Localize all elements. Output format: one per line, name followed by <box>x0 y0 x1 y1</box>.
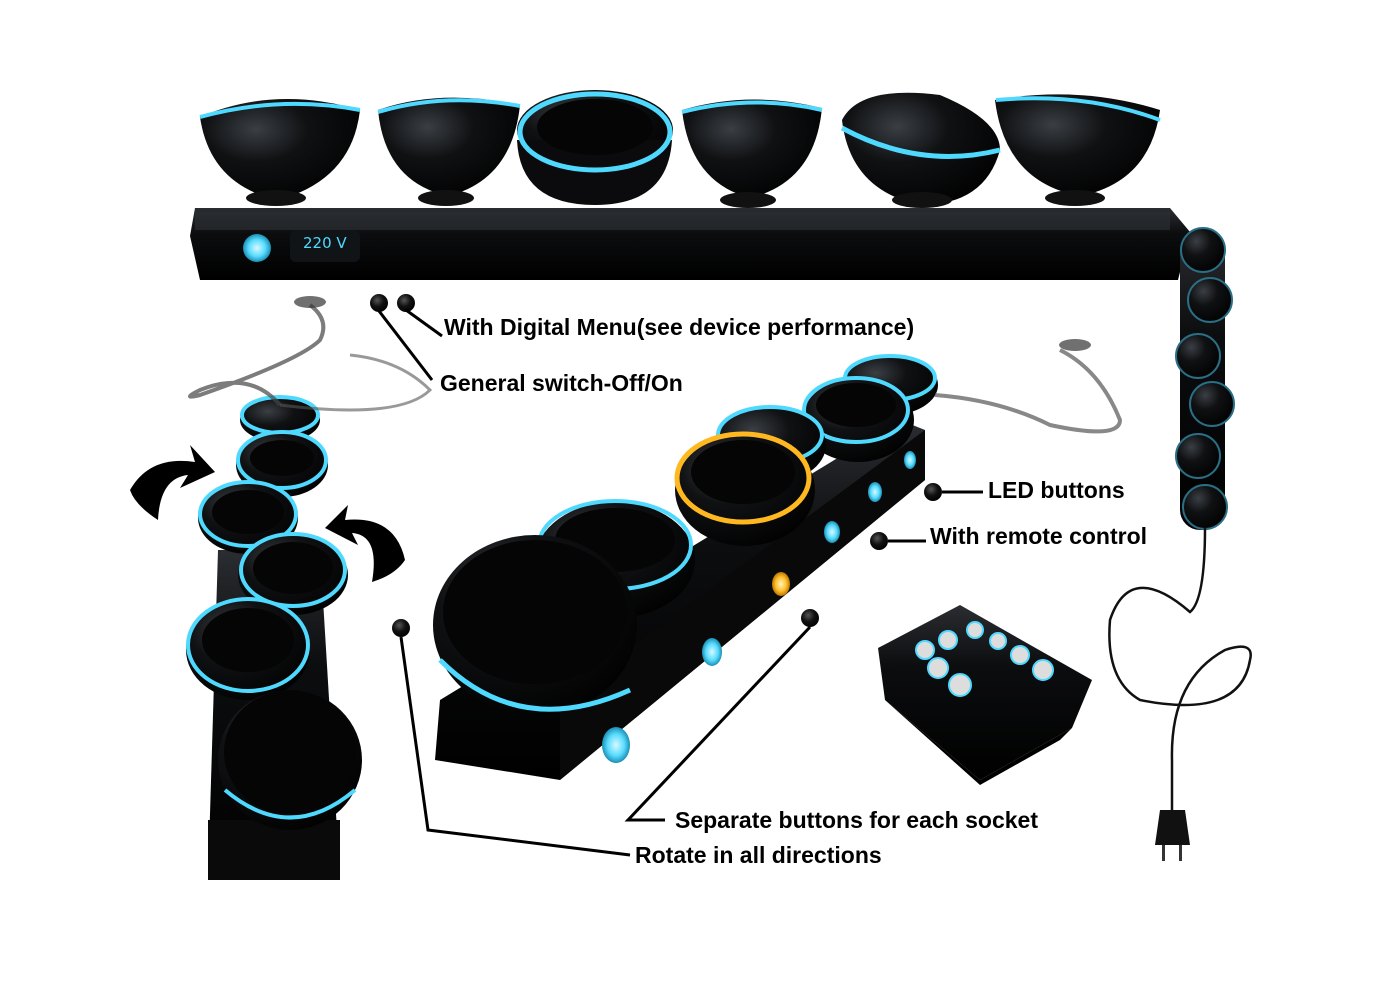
callout-separate-buttons: Separate buttons for each socket <box>675 807 1038 833</box>
voltage-display <box>290 230 360 262</box>
callout-rotate: Rotate in all directions <box>635 842 882 868</box>
top-socket-4 <box>681 99 823 208</box>
top-socket-3 <box>517 90 673 205</box>
right-socket-1 <box>1180 227 1226 273</box>
remote-control <box>878 605 1092 785</box>
right-socket-5 <box>1175 433 1221 479</box>
led-button-2[interactable] <box>702 638 722 666</box>
callout-dot-menu <box>397 294 415 312</box>
left-socket-4 <box>238 532 348 615</box>
led-button-6[interactable] <box>904 451 916 469</box>
led-button-4[interactable] <box>824 521 840 543</box>
center-cable <box>934 348 1123 434</box>
top-socket-2 <box>377 97 521 206</box>
center-power-strip <box>433 339 1123 780</box>
right-socket-4 <box>1189 381 1235 427</box>
right-socket-6 <box>1182 484 1228 530</box>
remote-button-6[interactable] <box>989 632 1007 650</box>
remote-button-4[interactable] <box>948 673 972 697</box>
callout-digital-menu: With Digital Menu(see device performance… <box>444 314 915 340</box>
callout-markers <box>370 294 983 857</box>
led-button-5[interactable] <box>868 482 882 502</box>
top-power-strip <box>190 90 1190 280</box>
callout-dot-rotate <box>392 619 410 637</box>
remote-button-7[interactable] <box>1010 645 1030 665</box>
voltage-label: 220 V <box>303 234 347 252</box>
remote-button-2[interactable] <box>938 630 958 650</box>
center-socket-3 <box>674 431 815 546</box>
callout-dot-remote <box>870 532 888 550</box>
left-cable <box>188 303 326 407</box>
right-power-strip <box>1108 227 1252 861</box>
rotate-arrow-left-icon <box>130 445 215 520</box>
top-socket-5 <box>840 92 1001 208</box>
wall-plug-icon <box>1155 810 1190 861</box>
left-socket-5 <box>186 597 310 700</box>
center-socket-1 <box>433 535 637 715</box>
callout-dot-separate <box>801 609 819 627</box>
callout-dot-switch <box>370 294 388 312</box>
callout-remote-control: With remote control <box>930 523 1148 549</box>
remote-button-1[interactable] <box>915 640 935 660</box>
led-button-3[interactable] <box>772 572 790 596</box>
right-cable <box>1108 527 1252 810</box>
callout-general-switch: General switch-Off/On <box>440 370 683 396</box>
power-button[interactable] <box>243 234 271 262</box>
top-socket-6 <box>995 94 1161 206</box>
center-socket-5 <box>802 376 914 462</box>
callout-dot-led <box>924 483 942 501</box>
left-power-strip <box>130 296 433 880</box>
led-button-1[interactable] <box>602 727 630 763</box>
remote-button-3[interactable] <box>927 657 949 679</box>
remote-button-8[interactable] <box>1032 659 1054 681</box>
top-socket-1 <box>199 99 361 206</box>
center-plug-icon <box>1059 339 1091 351</box>
callout-led-buttons: LED buttons <box>988 477 1125 503</box>
rotate-arrow-right-icon <box>325 505 405 582</box>
left-plug-icon <box>294 296 326 308</box>
right-socket-3 <box>1175 333 1221 379</box>
right-socket-2 <box>1187 277 1233 323</box>
remote-button-5[interactable] <box>966 621 984 639</box>
left-socket-6 <box>218 690 362 830</box>
